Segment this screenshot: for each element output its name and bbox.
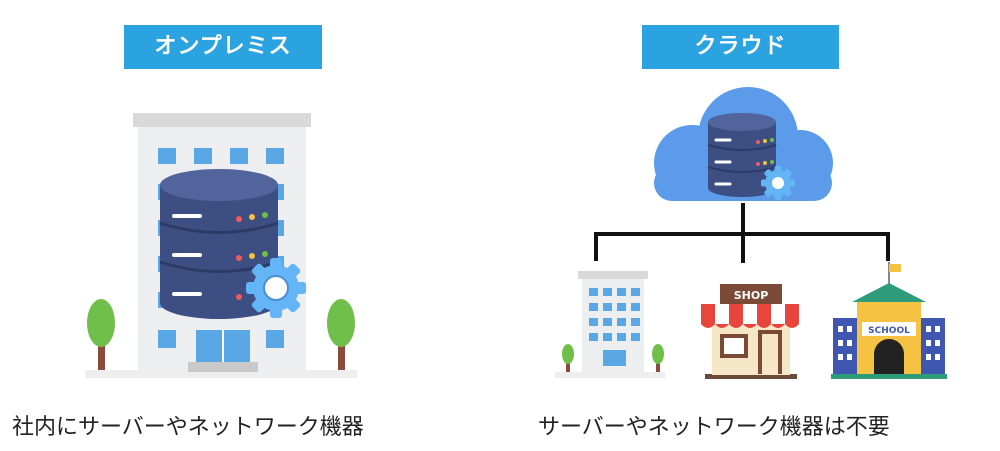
shop-icon: SHOP [701, 284, 799, 379]
network-connector [594, 203, 890, 263]
onpremise-label: オンプレミス [124, 25, 322, 69]
cloud-server-icon [707, 113, 777, 197]
office-building-icon [555, 271, 665, 378]
school-icon: SCHOOL [831, 262, 947, 379]
onpremise-caption: 社内にサーバーやネットワーク機器 [12, 415, 364, 440]
gear-icon [246, 258, 306, 318]
school-sign: SCHOOL [868, 326, 910, 336]
cloud-label: クラウド [642, 25, 839, 69]
tree-left-icon [87, 299, 115, 370]
cloud-gear-icon [761, 166, 795, 200]
tree-right-icon [327, 299, 355, 370]
shop-sign: SHOP [734, 289, 769, 302]
cloud-caption: サーバーやネットワーク機器は不要 [538, 415, 890, 440]
